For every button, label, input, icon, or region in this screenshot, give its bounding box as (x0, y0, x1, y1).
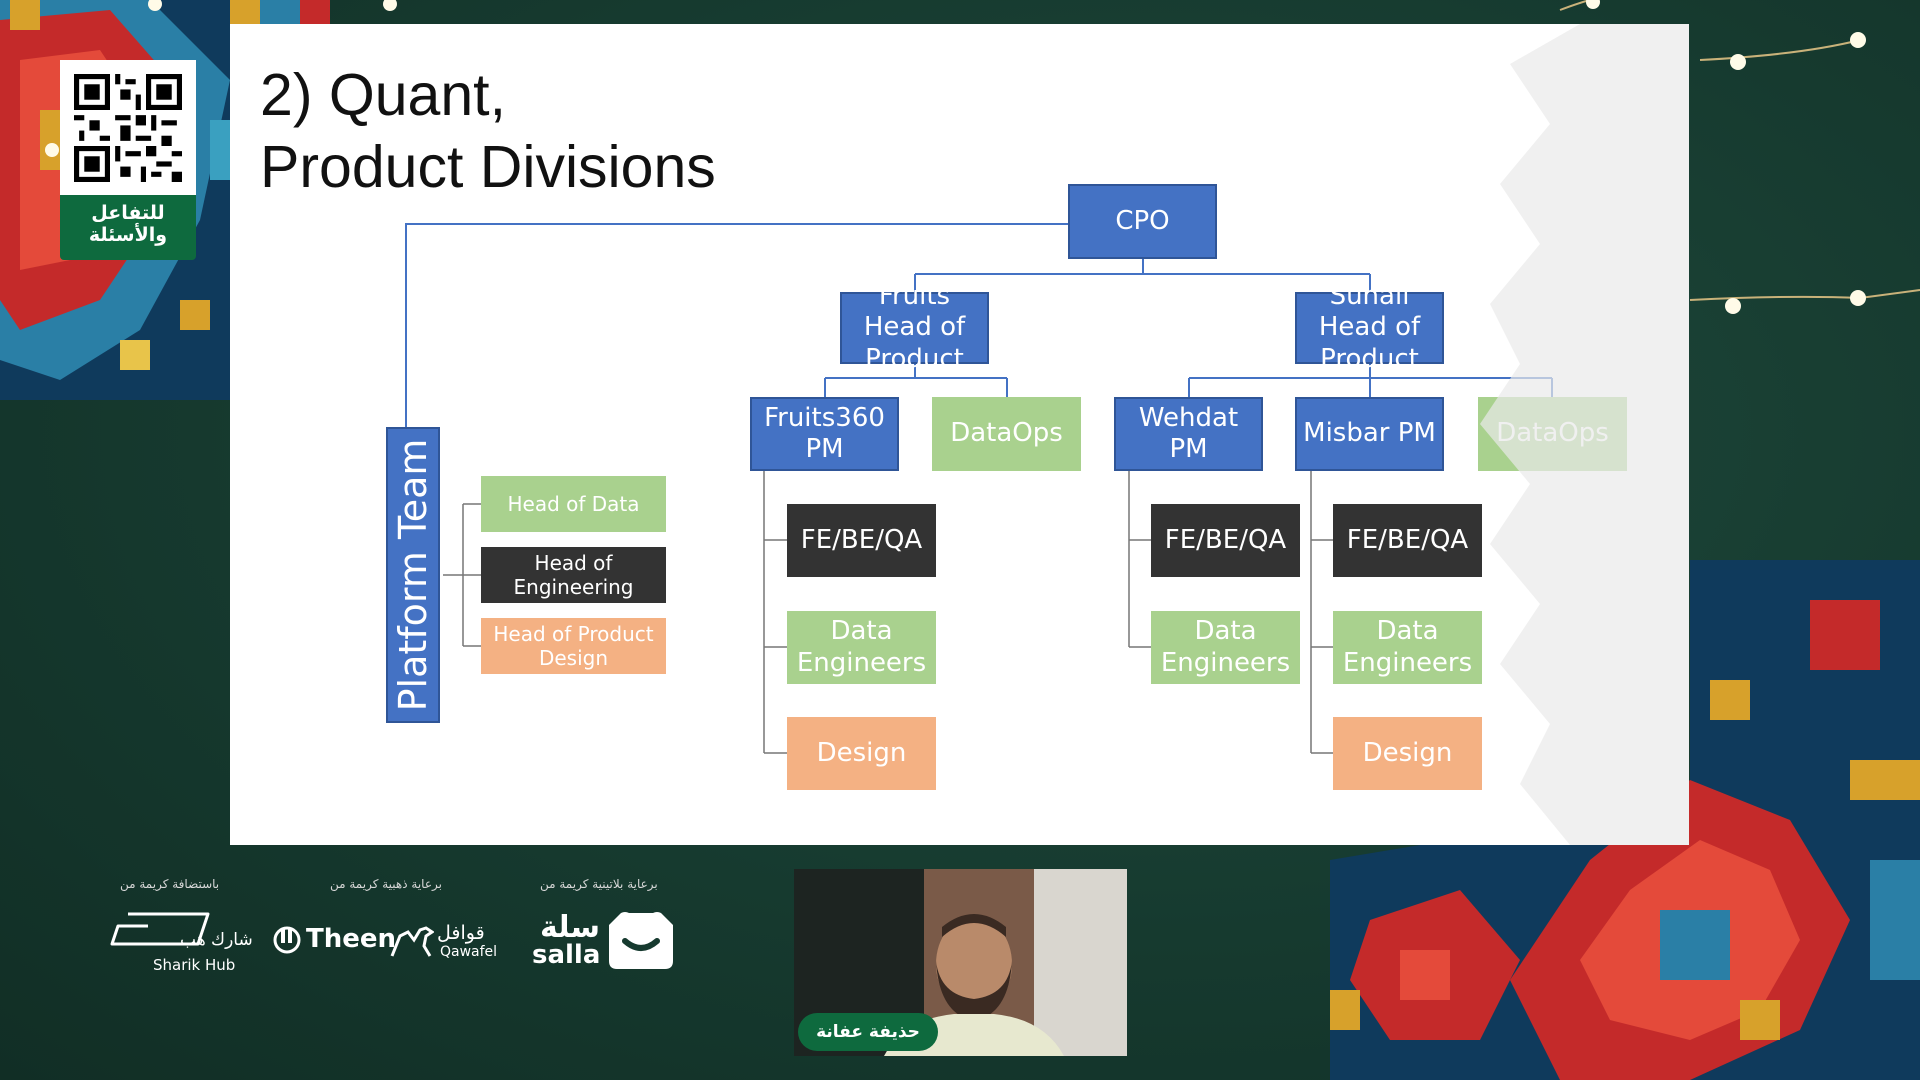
node-fe-be-qa-wehdat: FE/BE/QA (1151, 504, 1300, 577)
node-fe-be-qa-fruits: FE/BE/QA (787, 504, 936, 577)
platinum-caption: برعاية بلاتينية كريمة من (540, 877, 658, 891)
qr-label: للتفاعل والأسئلة (88, 202, 168, 246)
host-logo-en: Sharik Hub (153, 956, 236, 974)
qr-code-icon (74, 73, 182, 182)
node-suhail-head: Suhail Head of Product (1295, 281, 1444, 374)
node-fruits-head: Fruits Head of Product (840, 281, 989, 374)
theen-logo: Theen (306, 924, 397, 954)
salla-logo-ar: سلة (540, 910, 600, 945)
salla-bag-icon (609, 912, 673, 969)
node-head-of-data: Head of Data (481, 476, 666, 532)
node-misbar-pm: Misbar PM (1295, 397, 1444, 471)
node-fe-be-qa-misbar: FE/BE/QA (1333, 504, 1482, 577)
node-platform-team: Platform Team (386, 427, 440, 723)
qawafel-logo-ar: قوافل (437, 922, 485, 944)
node-data-engineers-fruits: Data Engineers (787, 611, 936, 684)
slide-title-line-1: 2) Quant, (260, 62, 506, 128)
sharik-hub-logo-icon (110, 912, 210, 946)
node-design-misbar: Design (1333, 717, 1482, 790)
qr-code[interactable] (60, 60, 196, 195)
slide-title: 2) Quant, Product Divisions (260, 59, 716, 203)
qawafel-camel-icon (390, 926, 434, 957)
org-chart-connectors (405, 223, 1553, 754)
slide-decor-brush (1480, 24, 1689, 845)
node-cpo: CPO (1068, 184, 1217, 259)
decor-pattern-top-center (230, 0, 330, 24)
theen-logo-icon (273, 926, 301, 954)
node-head-of-product-design: Head of Product Design (481, 618, 666, 674)
node-data-engineers-misbar: Data Engineers (1333, 611, 1482, 684)
node-data-engineers-wehdat: Data Engineers (1151, 611, 1300, 684)
node-head-of-engineering: Head of Engineering (481, 547, 666, 603)
presentation-slide: 2) Quant, Product Divisions CPO Fruits H… (230, 24, 1689, 845)
node-platform-team-label: Platform Team (391, 438, 435, 712)
slide-title-line-2: Product Divisions (260, 134, 716, 200)
speaker-name-badge: حذيفة عفانة (798, 1013, 938, 1051)
node-fruits360-pm: Fruits360 PM (750, 397, 899, 471)
salla-logo-en: salla (532, 940, 601, 970)
gold-caption: برعاية ذهبية كريمة من (330, 877, 442, 891)
qr-card[interactable]: للتفاعل والأسئلة (60, 60, 196, 260)
node-dataops-fruits: DataOps (932, 397, 1081, 471)
host-caption: باستضافة كريمة من (120, 877, 220, 891)
node-wehdat-pm: Wehdat PM (1114, 397, 1263, 471)
decor-pattern-bottom-right (1330, 560, 1920, 1080)
host-logo-ar: شارك هب (180, 930, 253, 950)
qawafel-logo-en: Qawafel (440, 944, 498, 960)
node-design-fruits: Design (787, 717, 936, 790)
